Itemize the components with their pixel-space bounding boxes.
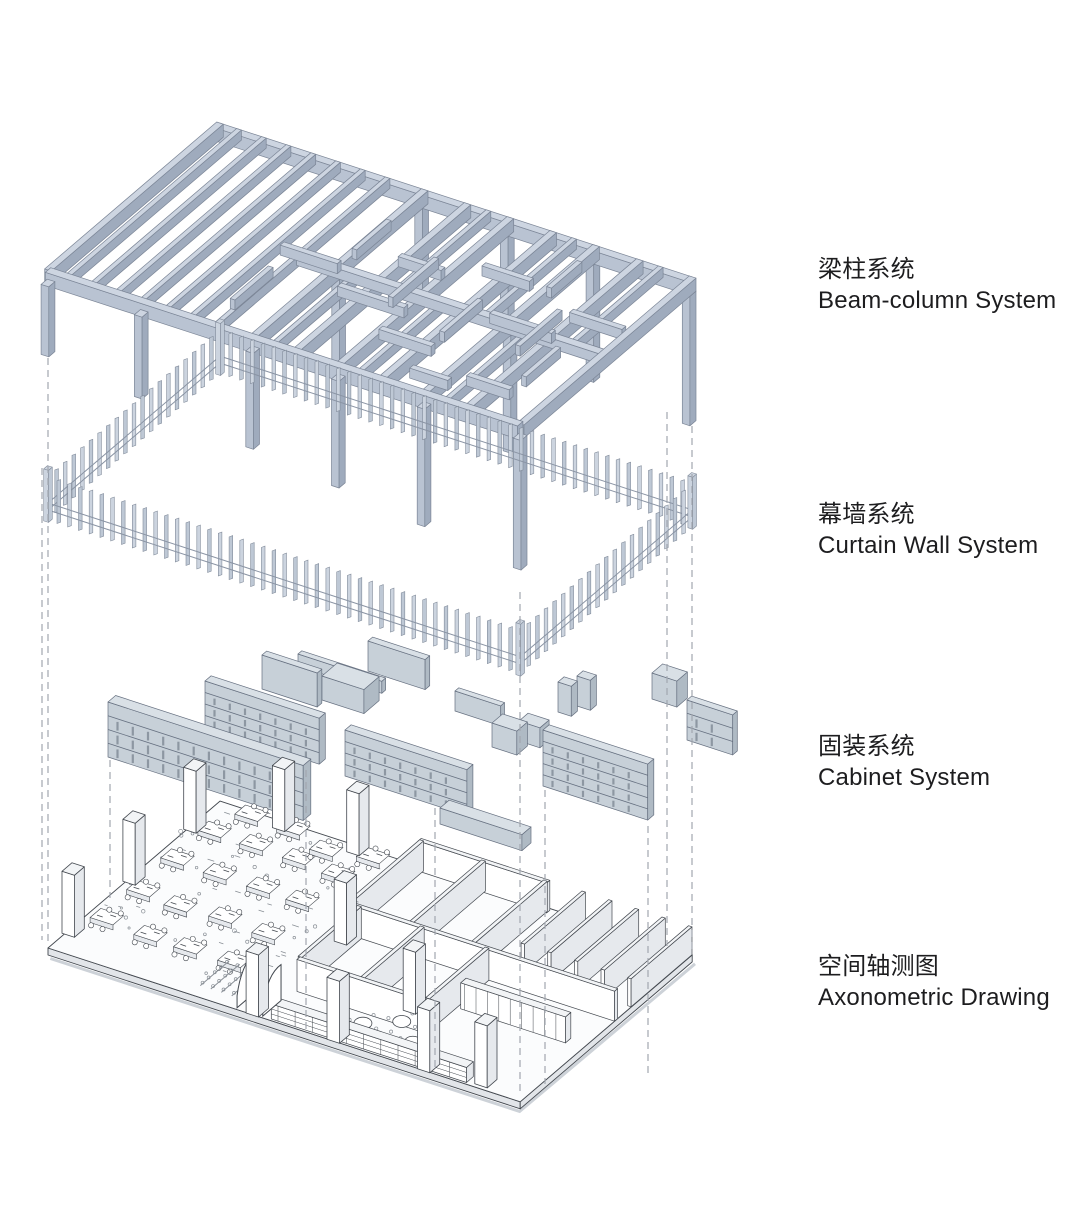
label-zh: 梁柱系统 xyxy=(818,256,915,283)
label-en: Axonometric Drawing xyxy=(818,984,1050,1011)
axonometric-layer xyxy=(47,756,696,1114)
label-en: Curtain Wall System xyxy=(818,532,1039,559)
label-en: Cabinet System xyxy=(818,764,991,791)
label-cabinet-system: 固装系统 Cabinet System xyxy=(818,731,990,793)
projection-guides xyxy=(41,358,693,1096)
label-zh: 空间轴测图 xyxy=(818,953,939,980)
label-en: Beam-column System xyxy=(818,287,1057,314)
label-zh: 固装系统 xyxy=(818,733,915,760)
curtain-wall-layer xyxy=(43,318,697,677)
label-zh: 幕墙系统 xyxy=(818,501,915,528)
label-axonometric-drawing: 空间轴测图 Axonometric Drawing xyxy=(818,951,1050,1013)
label-beam-column-system: 梁柱系统 Beam-column System xyxy=(818,254,1056,316)
label-curtain-wall-system: 幕墙系统 Curtain Wall System xyxy=(818,499,1038,561)
cabinet-layer xyxy=(107,636,738,852)
beam-column-layer xyxy=(40,121,697,571)
